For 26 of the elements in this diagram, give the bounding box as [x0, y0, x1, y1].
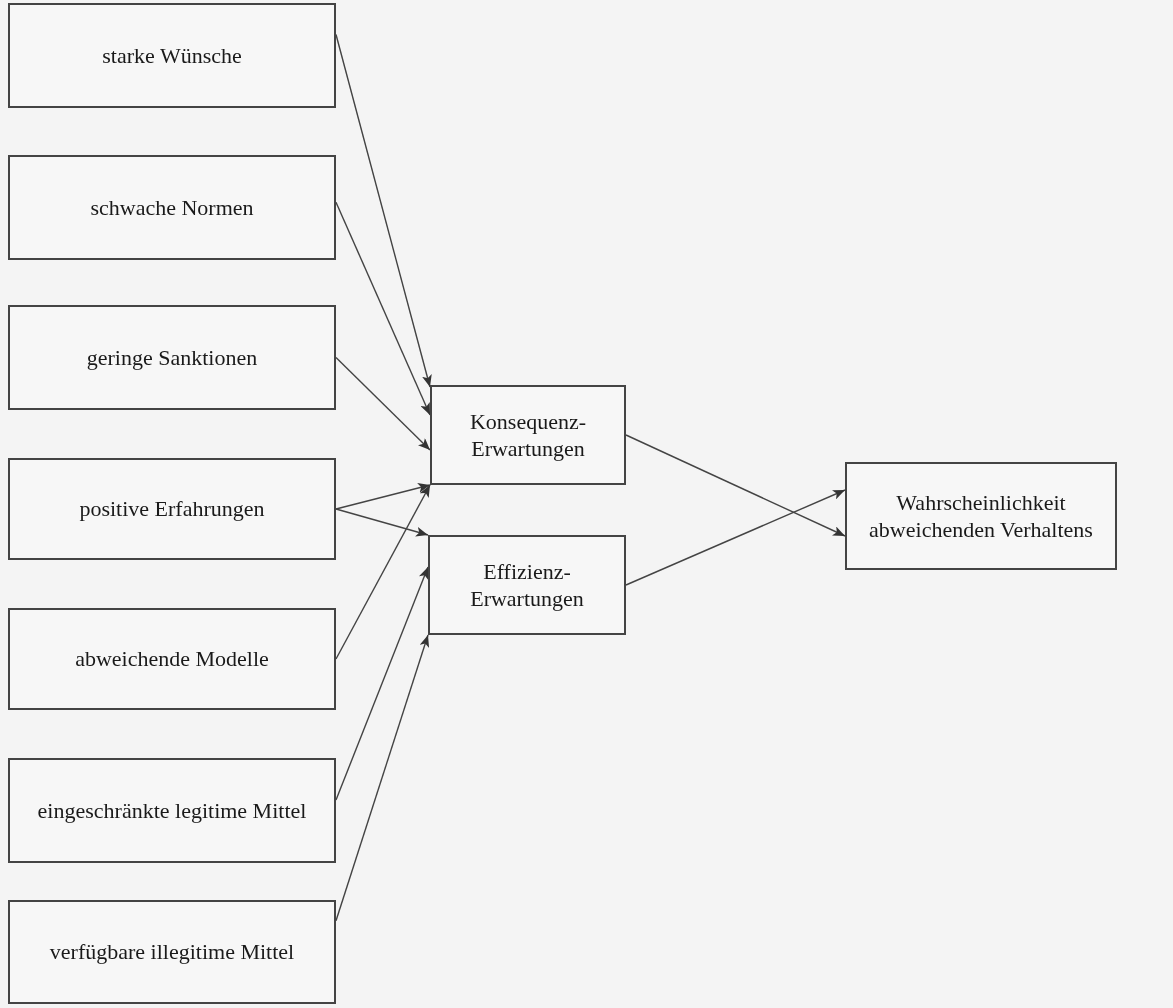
text-box [845, 462, 1117, 570]
box-label: Wahrscheinlichkeit abweichenden Verhaltens [868, 488, 1094, 544]
box-label: geringe Sanktionen [86, 343, 258, 372]
text-box [8, 758, 336, 863]
text-box [8, 3, 336, 108]
box-label: Effizienz-Erwartungen [469, 557, 585, 613]
box-label: abweichende Modelle [75, 645, 269, 673]
text-box [8, 155, 336, 260]
text-box [428, 535, 626, 635]
box-label: Konsequenz-Erwartungen [468, 407, 588, 463]
box-label: verfügbare illegitime Mittel [49, 938, 295, 966]
box-label: schwache Normen [90, 193, 254, 222]
box-label: starke Wünsche [102, 41, 242, 70]
arrow [625, 489, 846, 586]
arrow [335, 508, 429, 537]
box-label: positive Erfahrungen [79, 495, 265, 523]
text-box [8, 900, 336, 1004]
arrow [335, 484, 431, 660]
arrow [335, 356, 431, 451]
text-box [8, 305, 336, 410]
text-box [8, 458, 336, 560]
text-box [430, 385, 626, 485]
text-box [8, 608, 336, 710]
arrow [335, 483, 431, 510]
arrow [625, 434, 846, 537]
box-label: eingeschränkte legitime Mittel [37, 796, 307, 825]
